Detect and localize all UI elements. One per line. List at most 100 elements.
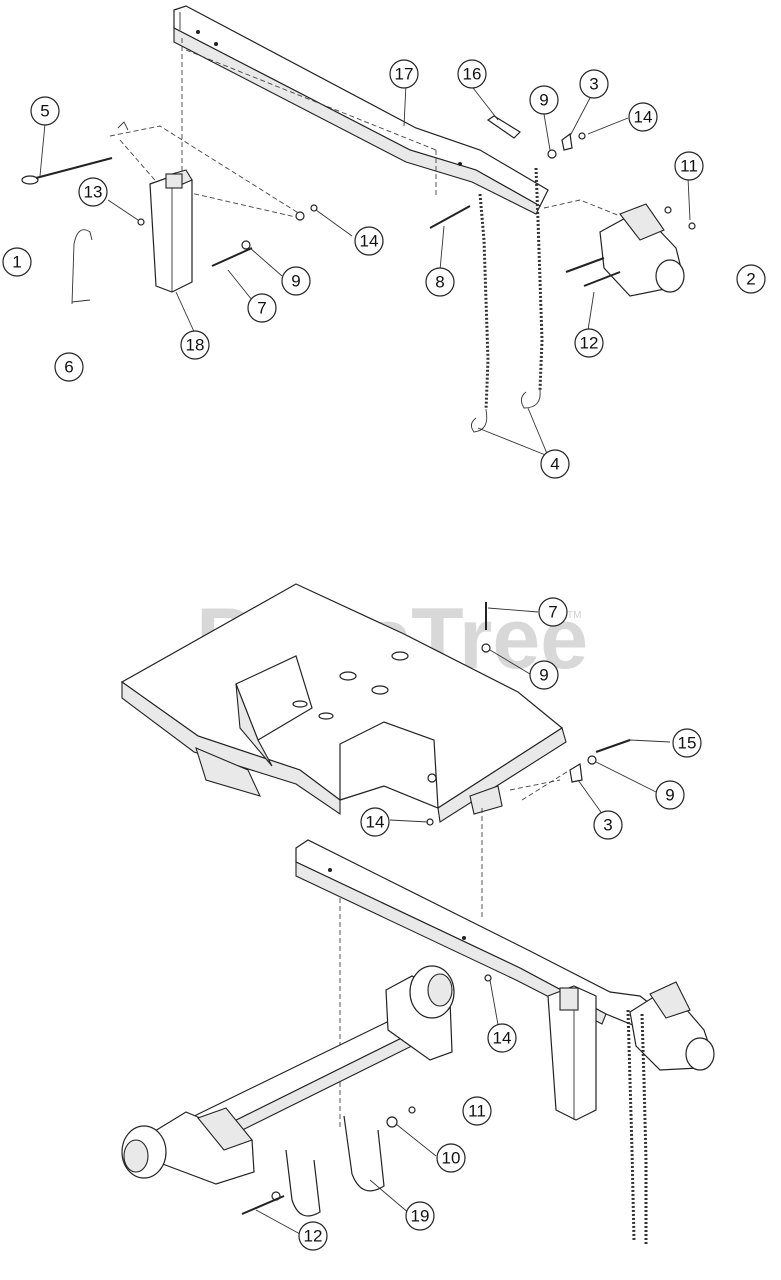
svg-text:9: 9 bbox=[665, 786, 674, 805]
callout-3[interactable]: 3 bbox=[593, 810, 623, 840]
callout-14[interactable]: 14 bbox=[628, 102, 658, 132]
svg-text:13: 13 bbox=[84, 183, 103, 202]
nut-part bbox=[578, 132, 586, 140]
svg-text:9: 9 bbox=[291, 272, 300, 291]
svg-text:4: 4 bbox=[550, 455, 559, 474]
callout-2[interactable]: 2 bbox=[736, 264, 766, 294]
svg-text:12: 12 bbox=[580, 334, 599, 353]
svg-text:10: 10 bbox=[442, 1149, 461, 1168]
callout-19[interactable]: 19 bbox=[405, 1201, 435, 1231]
safety-chain-part bbox=[640, 1013, 648, 1244]
alignment-line bbox=[509, 779, 561, 791]
callout-18[interactable]: 18 bbox=[180, 330, 210, 360]
safety-chain-part bbox=[626, 1009, 636, 1241]
hitch-pin-part bbox=[21, 121, 129, 185]
svg-text:14: 14 bbox=[366, 813, 385, 832]
safety-chain-part bbox=[471, 167, 544, 433]
callout-13[interactable]: 13 bbox=[78, 177, 108, 207]
pin-part bbox=[486, 115, 521, 139]
callout-4[interactable]: 4 bbox=[540, 449, 570, 479]
svg-text:9: 9 bbox=[539, 91, 548, 110]
u-bolt-part bbox=[285, 1115, 385, 1217]
callout-16[interactable]: 16 bbox=[457, 59, 487, 89]
svg-text:6: 6 bbox=[64, 358, 73, 377]
svg-text:11: 11 bbox=[468, 1102, 486, 1121]
callout-7[interactable]: 7 bbox=[247, 293, 277, 323]
svg-text:12: 12 bbox=[304, 1227, 323, 1246]
svg-text:8: 8 bbox=[435, 273, 444, 292]
callout-7[interactable]: 7 bbox=[538, 597, 568, 627]
washer-part bbox=[386, 1116, 398, 1128]
hitch-coupler-part bbox=[629, 981, 715, 1071]
svg-text:14: 14 bbox=[360, 232, 379, 251]
svg-text:16: 16 bbox=[463, 65, 482, 84]
jack-stand-part bbox=[547, 985, 597, 1121]
callouts: 1 2 3 4 5 6 7 8 9 9 11 12 13 14 14 16 17… bbox=[2, 59, 766, 1251]
alignment-line bbox=[185, 49, 437, 151]
tongue-bar-part bbox=[173, 5, 549, 215]
alignment-line bbox=[543, 199, 621, 217]
clip-part bbox=[569, 763, 583, 783]
callout-11[interactable]: 11 bbox=[674, 151, 704, 181]
callout-14[interactable]: 14 bbox=[487, 1023, 517, 1053]
alignment-line bbox=[109, 125, 301, 215]
callout-9[interactable]: 9 bbox=[281, 266, 311, 296]
callout-17[interactable]: 17 bbox=[389, 59, 419, 89]
nut-part bbox=[295, 211, 305, 221]
callout-9[interactable]: 9 bbox=[529, 85, 559, 115]
svg-text:18: 18 bbox=[186, 336, 205, 355]
callout-12[interactable]: 12 bbox=[574, 328, 604, 358]
callout-9[interactable]: 9 bbox=[529, 660, 559, 690]
bolt-part bbox=[241, 1195, 285, 1215]
callout-6[interactable]: 6 bbox=[54, 352, 84, 382]
svg-text:2: 2 bbox=[746, 270, 755, 289]
svg-text:14: 14 bbox=[634, 108, 653, 127]
svg-text:11: 11 bbox=[680, 157, 698, 176]
svg-text:19: 19 bbox=[411, 1207, 430, 1226]
svg-text:3: 3 bbox=[589, 75, 598, 94]
alignment-line bbox=[521, 769, 571, 801]
bottom-assembly bbox=[120, 583, 715, 1244]
spring-clip-part bbox=[71, 229, 93, 305]
washer-part bbox=[310, 204, 318, 212]
callout-12[interactable]: 12 bbox=[298, 1221, 328, 1251]
bolt-part bbox=[211, 247, 253, 267]
clip-part bbox=[561, 132, 573, 151]
callout-11[interactable]: 11 bbox=[462, 1096, 492, 1126]
svg-text:9: 9 bbox=[539, 666, 548, 685]
svg-text:5: 5 bbox=[40, 102, 49, 121]
mounting-plate-part bbox=[120, 583, 567, 823]
svg-text:3: 3 bbox=[603, 816, 612, 835]
callout-3[interactable]: 3 bbox=[579, 69, 609, 99]
callout-10[interactable]: 10 bbox=[436, 1143, 466, 1173]
callout-5[interactable]: 5 bbox=[30, 96, 60, 126]
bolt-part bbox=[595, 739, 631, 753]
hitch-coupler-part bbox=[599, 203, 696, 297]
top-assembly bbox=[21, 5, 696, 457]
svg-text:17: 17 bbox=[395, 65, 414, 84]
bolt-part bbox=[583, 271, 621, 287]
watermark-trademark: TM bbox=[567, 610, 581, 621]
nut-part bbox=[484, 974, 492, 982]
tongue-bar-part bbox=[295, 839, 659, 1029]
washer-part bbox=[481, 643, 491, 653]
svg-text:15: 15 bbox=[678, 734, 697, 753]
callout-15[interactable]: 15 bbox=[672, 728, 702, 758]
alignment-line bbox=[119, 139, 301, 219]
washer-part bbox=[241, 240, 251, 250]
svg-text:1: 1 bbox=[12, 253, 21, 272]
nut-part bbox=[408, 1106, 416, 1114]
callout-1[interactable]: 1 bbox=[2, 247, 32, 277]
callout-9[interactable]: 9 bbox=[655, 780, 685, 810]
jack-stand-part bbox=[149, 169, 193, 293]
bolt-part bbox=[565, 257, 605, 273]
callout-8[interactable]: 8 bbox=[425, 267, 455, 297]
bolt-part bbox=[429, 205, 471, 229]
bolt-part bbox=[137, 218, 145, 226]
washer-part bbox=[547, 149, 557, 159]
callout-14[interactable]: 14 bbox=[360, 807, 390, 837]
callout-14[interactable]: 14 bbox=[354, 226, 384, 256]
axle-assembly-part bbox=[121, 965, 455, 1185]
svg-text:14: 14 bbox=[493, 1029, 512, 1048]
